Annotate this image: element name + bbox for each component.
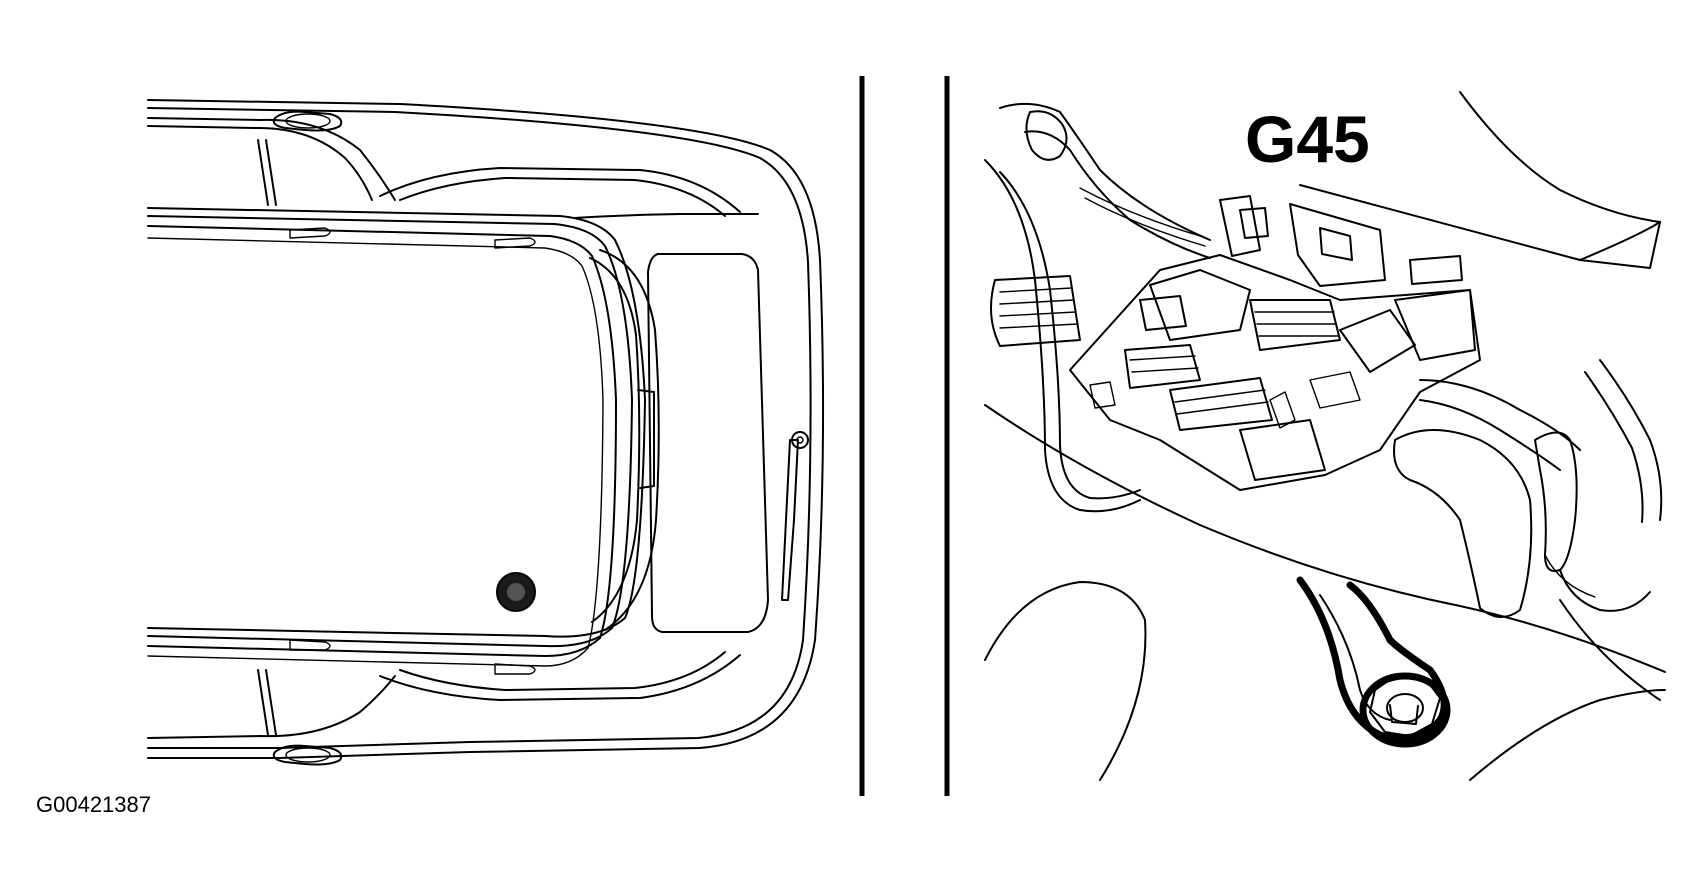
mirror-bottom	[272, 744, 343, 766]
harness-right-lower	[1419, 399, 1561, 471]
rail-detail-bottom	[289, 639, 331, 651]
relay-tab-5	[1089, 381, 1116, 409]
relay-module-6-ribs	[1129, 355, 1199, 373]
dash-edge-outer	[984, 159, 1141, 513]
vehicle-upper-outline-inner	[147, 107, 812, 749]
lower-bracket-curve	[984, 581, 1147, 781]
mirror-top-inner	[285, 113, 331, 129]
vehicle-upper-outline	[147, 99, 825, 759]
relay-module-2	[1149, 269, 1251, 341]
dash-lower-sweep	[984, 404, 1666, 673]
harness-strand-2	[1084, 197, 1206, 247]
relay-block-body	[1069, 254, 1481, 491]
relay-module-3	[1249, 299, 1341, 351]
cowl-top	[574, 213, 759, 219]
relay-module-7-ribs	[1174, 389, 1269, 415]
roof-rail-bottom-c	[147, 399, 617, 657]
harness-tape-wrap-2	[1534, 431, 1578, 572]
trim-panel-top	[1299, 184, 1661, 261]
harness-right-upper	[1419, 379, 1581, 451]
front-curve-top	[599, 249, 660, 631]
harness-tail	[1559, 569, 1651, 612]
relay-tab-1	[1319, 227, 1353, 261]
lower-door-line	[147, 675, 396, 739]
mirror-bottom-inner	[285, 747, 331, 763]
relay-module-6	[1124, 344, 1201, 389]
upper-door-line-2	[147, 125, 373, 201]
pillar-bottom-left	[257, 669, 269, 736]
relay-tab-2	[1409, 255, 1463, 285]
harness-tape-wrap	[1393, 429, 1533, 618]
lower-right-sweep-b	[1559, 599, 1661, 701]
relay-terminal-1	[1219, 195, 1261, 257]
harness-right-far	[1599, 359, 1663, 521]
upper-door-line	[147, 117, 396, 201]
harness-strand-1	[1079, 187, 1201, 237]
relay-tab-3	[1269, 391, 1296, 429]
harness-top-outer	[999, 102, 1211, 241]
relay-module-8	[1239, 419, 1326, 481]
trim-panel-edge	[1579, 221, 1661, 269]
relay-module-2-face	[1139, 295, 1187, 331]
wiper-pivot-inner	[796, 436, 804, 444]
relay-terminal-1b	[1239, 207, 1269, 239]
ground-location-detail: G45	[984, 91, 1666, 781]
relay-module-4	[1339, 309, 1416, 373]
rail-detail-top	[289, 227, 331, 239]
rail-detail-top-2	[494, 237, 536, 249]
hood-top-edge	[379, 167, 741, 213]
hood-bottom-edge	[379, 654, 741, 701]
ground-bracket-outer	[1296, 576, 1448, 742]
roof-rail-top	[147, 207, 646, 401]
ground-bolt-icon	[1359, 672, 1451, 748]
harness-top-inner	[1024, 130, 1211, 259]
relay-module-3-ribs	[1254, 311, 1339, 337]
pillar-top-left	[257, 139, 269, 206]
pillar-bottom-left-b	[265, 669, 277, 736]
roof-rail-bottom-b	[147, 399, 633, 648]
figure-id: G00421387	[36, 792, 151, 817]
dash-edge-inner	[999, 171, 1141, 500]
mirror-top	[272, 110, 343, 132]
lower-right-sweep	[1469, 689, 1666, 781]
harness-tail-strand	[1544, 554, 1596, 598]
relay-module-7	[1169, 377, 1273, 431]
harness-right-far-b	[1584, 371, 1644, 523]
ground-bracket-inner	[1319, 594, 1391, 721]
roof-rail-top-d	[147, 237, 604, 401]
relay-block	[1069, 195, 1481, 491]
wiper-arm	[781, 439, 799, 601]
relay-module-1	[1289, 203, 1386, 287]
pillar-top-left-b	[265, 139, 277, 206]
ground-label: G45	[1245, 102, 1370, 176]
harness-left	[990, 275, 1081, 347]
harness-wrap	[1025, 110, 1068, 161]
hood-top-edge-b	[399, 177, 726, 217]
hood-latch	[637, 389, 655, 489]
front-grille-panel	[647, 253, 769, 633]
wiper-pivot	[791, 431, 809, 449]
ground-point-marker-icon	[496, 572, 536, 612]
roof-rail-bottom-d	[147, 399, 604, 667]
trim-sweep-top	[1459, 91, 1661, 223]
hood-bottom-edge-b	[399, 651, 726, 691]
vehicle-top-view	[147, 99, 825, 766]
relay-tab-4	[1309, 371, 1361, 409]
rail-detail-bottom-2	[494, 663, 536, 675]
roof-rail-bottom	[147, 399, 646, 638]
relay-module-5	[1394, 289, 1476, 361]
roof-rail-top-c	[147, 225, 617, 401]
